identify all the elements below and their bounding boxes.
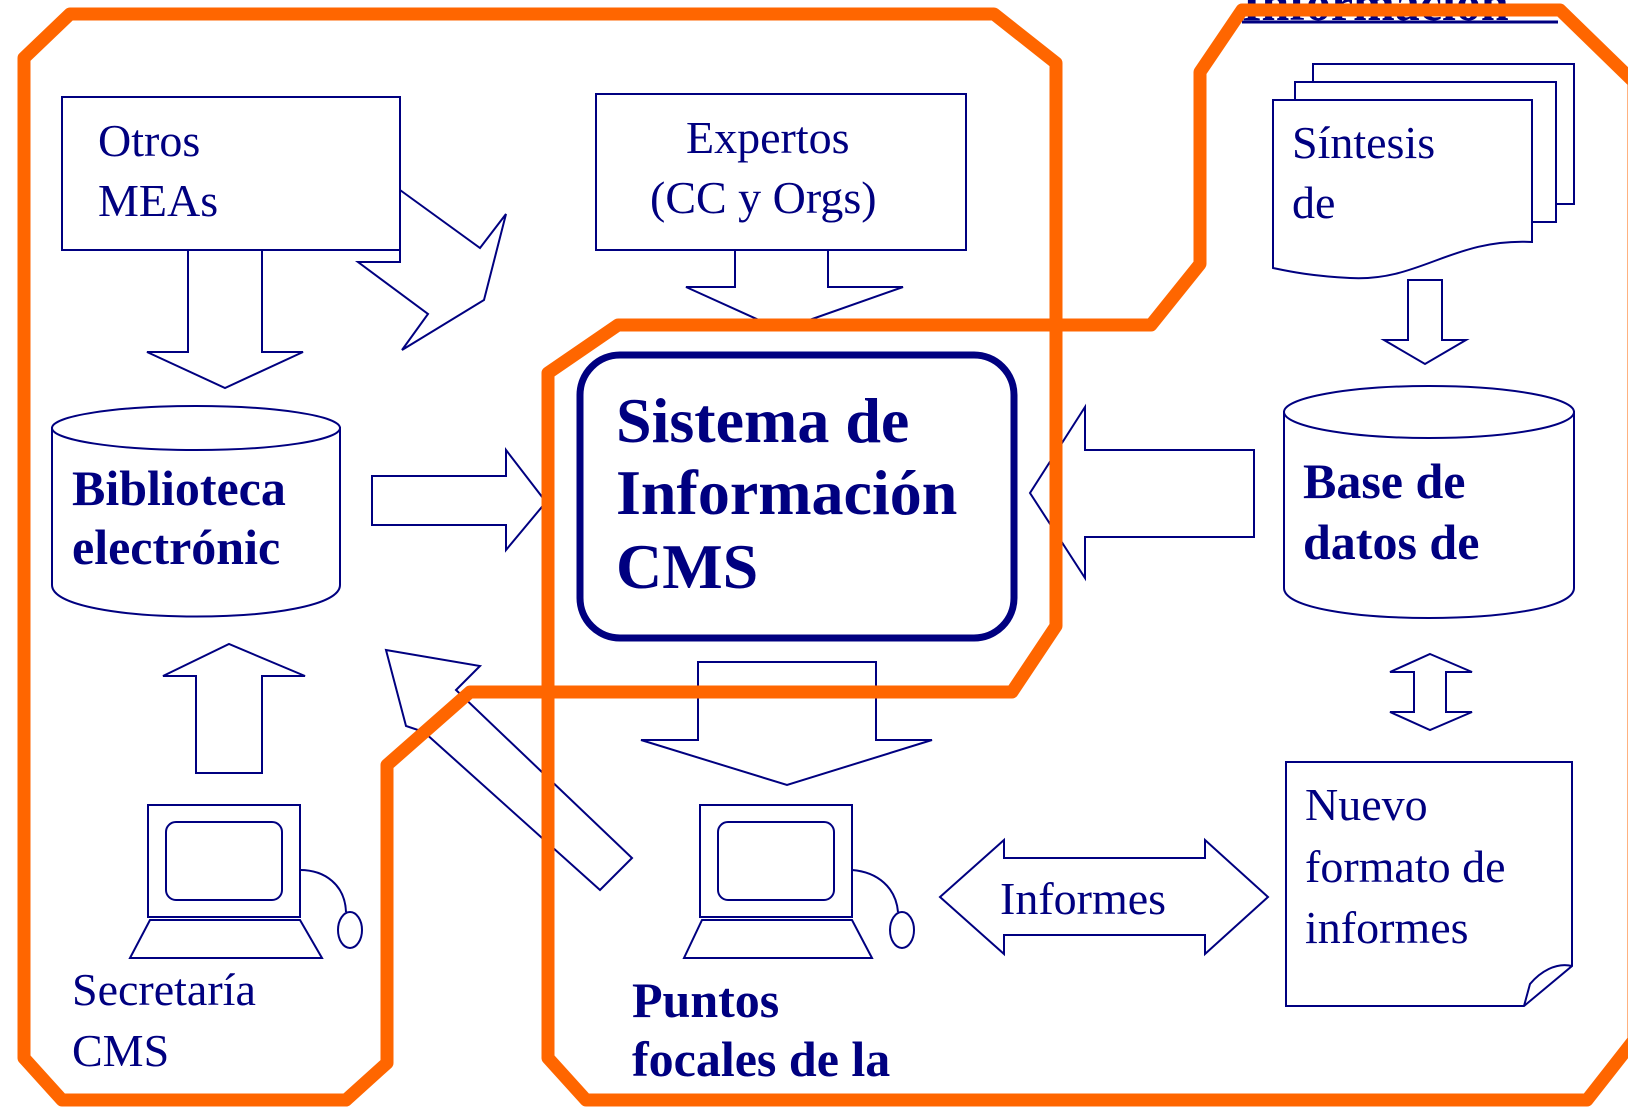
puntos-focales-label-1: Puntos (632, 972, 779, 1028)
region-right-outline (541, 3, 1628, 1107)
secretaria-up-arrow (162, 642, 306, 774)
sintesis-label-1: Síntesis (1292, 117, 1435, 168)
secretaria-label-1: Secretaría (72, 964, 256, 1015)
base-nuevo-double-arrow (1389, 652, 1473, 732)
sistema-label-2: Información (616, 457, 957, 528)
biblioteca-label-2: electrónic (72, 519, 280, 575)
base-datos-cylinder-top (1283, 385, 1575, 439)
secretaria-computer-icon (128, 804, 363, 959)
puntos-focales-computer-icon (682, 804, 915, 959)
sistema-label-3: CMS (616, 531, 758, 602)
nuevo-formato-page-curl (1523, 964, 1573, 1007)
expertos-down-arrow (685, 249, 904, 332)
sintesis-label-2: de (1292, 177, 1335, 228)
expertos-label-1: Expertos (686, 112, 850, 163)
expertos-box (595, 93, 967, 251)
secretaria-label-2: CMS (72, 1025, 169, 1076)
informes-double-arrow (938, 837, 1270, 957)
nuevo-formato-label-2: formato de (1305, 841, 1506, 892)
nuevo-formato-label-3: informes (1305, 902, 1469, 953)
biblioteca-cylinder (51, 427, 341, 618)
otros-bent-arrow (354, 188, 507, 351)
sistema-down-arrow (640, 661, 933, 787)
biblioteca-label-1: Biblioteca (72, 460, 286, 516)
biblioteca-right-arrow (371, 447, 548, 553)
informes-label: Informes (1000, 873, 1166, 924)
expertos-label-2: (CC y Orgs) (650, 172, 877, 223)
sintesis-down-arrow (1380, 279, 1470, 366)
sistema-label-1: Sistema de (616, 385, 909, 456)
base-datos-label-1: Base de (1303, 453, 1466, 509)
otros-meas-label-2: MEAs (98, 175, 218, 226)
nuevo-formato-page (1285, 761, 1573, 1007)
base-datos-label-2: datos de (1303, 514, 1479, 570)
biblioteca-cylinder-top (51, 405, 341, 451)
otros-meas-label-1: Otros (98, 115, 200, 166)
nuevo-formato-label-1: Nuevo (1305, 779, 1428, 830)
puntos-focales-label-2: focales de la (632, 1031, 890, 1087)
sistema-box (576, 351, 1018, 642)
base-left-arrow (1028, 403, 1255, 582)
sintesis-doc-front (1272, 99, 1533, 280)
otros-down-arrow (146, 249, 304, 390)
region-left-outline (17, 7, 1063, 1107)
base-datos-cylinder (1283, 411, 1575, 619)
